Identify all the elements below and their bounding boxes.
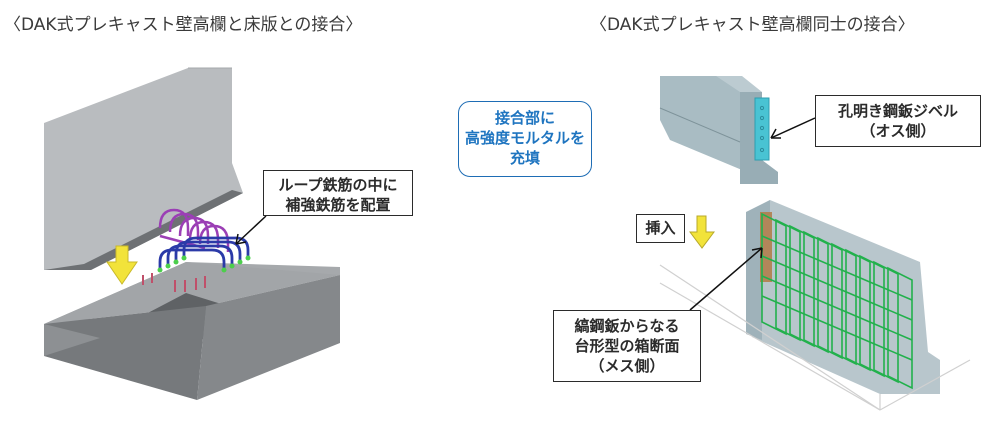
slab-front-right [197,275,340,400]
leader-loop-arrowhead [235,233,247,245]
leader-box [689,247,763,311]
rebar-cage [761,212,913,390]
slab-top-main [44,262,340,324]
female-barrier-end [746,200,770,340]
slab-front-left [44,306,206,400]
callout-loop-line-2: 補強鉄筋を配置 [285,196,391,214]
male-barrier-side [660,76,742,170]
leader-dowel [770,117,816,139]
left-figure [44,67,340,400]
rebar-tips [157,255,251,273]
callout-dowel-line-1: 孔明き鋼鈑ジベル [837,102,958,120]
callout-loop-rebar: ループ鉄筋の中に 補強鉄筋を配置 [263,170,413,216]
leader-box-arrowhead [751,247,763,259]
barrier-block-front [44,68,243,270]
slab-side-face [44,324,100,356]
leader-dowel-arrowhead [770,128,781,139]
perforated-dowel-plate [754,97,770,161]
callout-mortar-line-3: 充填 [509,149,540,167]
male-barrier-top [716,76,762,92]
callout-mortar-line-1: 接合部に [494,109,555,127]
callout-mortar-line-2: 高強度モルタルを [464,129,585,147]
callout-box-line-2: 台形型の箱断面 [574,337,680,355]
callout-loop-line-1: ループ鉄筋の中に [278,176,398,194]
callout-insert-label: 挿入 [645,219,676,237]
insert-arrow-icon [689,215,715,249]
callout-box-line-3: （メス側） [589,357,665,375]
male-barrier-line [659,107,741,143]
title-right: 〈DAK式プレキャスト壁高欄同士の接合〉 [590,15,915,35]
floor-rebars [158,236,250,270]
starter-bars [142,273,206,292]
callout-box-line-1: 縞鋼鈑からなる [574,317,680,335]
callout-insert: 挿入 [636,214,685,243]
callout-box-section: 縞鋼鈑からなる 台形型の箱断面 （メス側） [553,310,701,382]
leader-loop [235,215,267,245]
checkered-plate-box [760,212,772,282]
callout-dowel: 孔明き鋼鈑ジベル （オス側） [815,95,981,147]
dowel-holes [759,105,765,153]
title-left: 〈DAK式プレキャスト壁高欄と床版との接合〉 [4,15,363,35]
callout-mortar: 接合部に 高強度モルタルを 充填 [458,101,592,177]
barrier-block-bottom [44,190,243,270]
callout-dowel-line-2: （オス側） [860,122,936,140]
right-figure [659,76,971,411]
down-arrow-icon [106,245,138,285]
